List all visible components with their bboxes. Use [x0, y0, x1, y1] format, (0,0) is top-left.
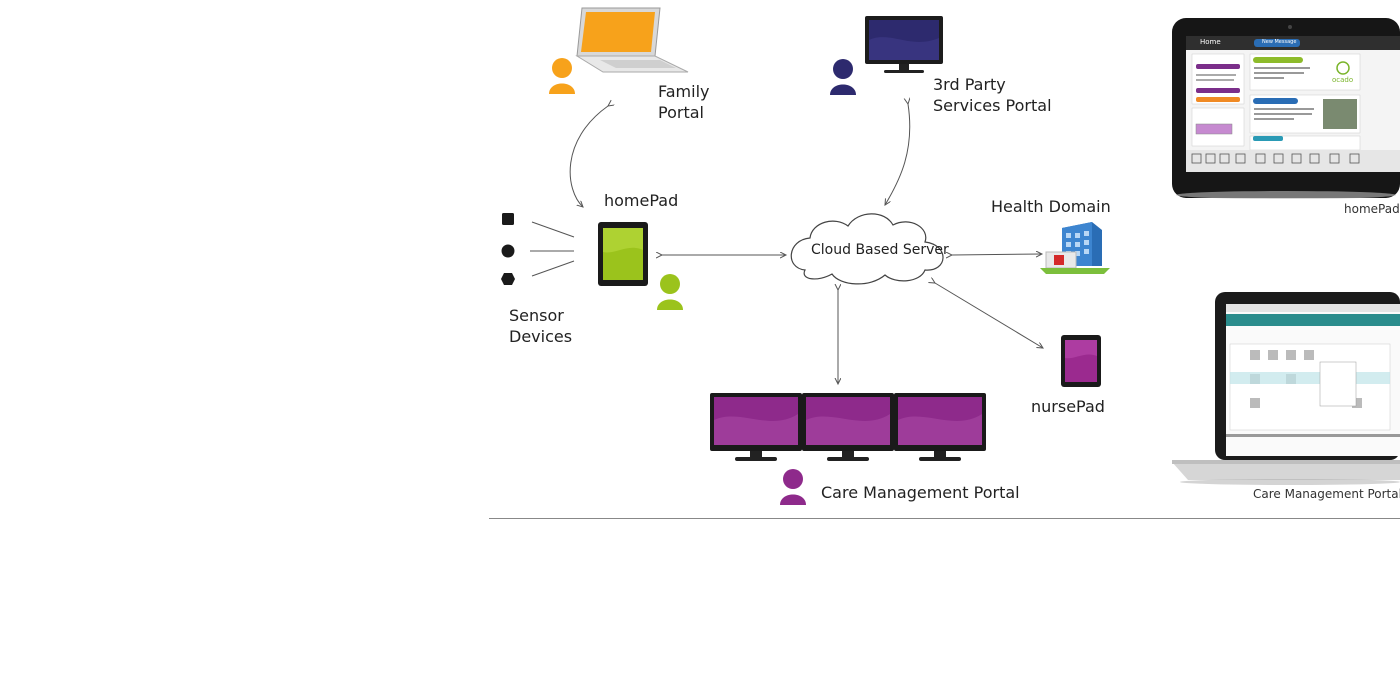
sensor-line-1 [531, 221, 575, 238]
tablet-brand-label: ocado [1332, 76, 1354, 84]
tablet-new-message-label: New Message [1262, 39, 1297, 45]
nursepad-tablet-icon [1061, 335, 1101, 387]
cloud-health-link [952, 254, 1042, 255]
care-management-label: Care Management Portal [821, 483, 1020, 502]
third-party-user-icon [830, 59, 856, 95]
homepad-screenshot-caption: homePad [1344, 202, 1400, 216]
tablet-home-label: Home [1200, 38, 1221, 46]
homepad-tablet-icon [598, 222, 648, 286]
sensor-line-3 [531, 260, 575, 277]
care-monitors-icon [710, 393, 986, 461]
sensor-square-icon [502, 213, 514, 225]
cloud-shape [790, 213, 944, 285]
nursepad-label: nursePad [1031, 397, 1105, 416]
care-laptop-screenshot [1172, 292, 1400, 485]
family-portal-label: Family Portal [658, 82, 710, 122]
sensor-devices-label: Sensor Devices [509, 306, 573, 346]
third-party-portal-label: 3rd Party Services Portal [933, 75, 1052, 115]
family-laptop-icon [575, 7, 689, 73]
sensor-circle-icon [501, 244, 515, 258]
cloud-nursepad-link [935, 283, 1043, 348]
third-party-monitor-icon [865, 16, 943, 73]
family-user-icon [549, 58, 575, 94]
homepad-label: homePad [604, 191, 679, 210]
bottom-divider [489, 518, 1400, 519]
care-screenshot-caption: Care Management Portal [1253, 487, 1400, 501]
health-building-icon [1040, 222, 1110, 274]
cloud-server-label: Cloud Based Server [811, 242, 949, 258]
care-user-icon [780, 469, 806, 505]
thirdparty-cloud-link [885, 104, 910, 205]
family-homepad-link [569, 106, 608, 207]
homepad-screenshot [1172, 18, 1400, 199]
sensor-hexagon-icon [501, 273, 515, 285]
health-domain-label: Health Domain [991, 197, 1111, 216]
homepad-user-icon [657, 274, 683, 310]
